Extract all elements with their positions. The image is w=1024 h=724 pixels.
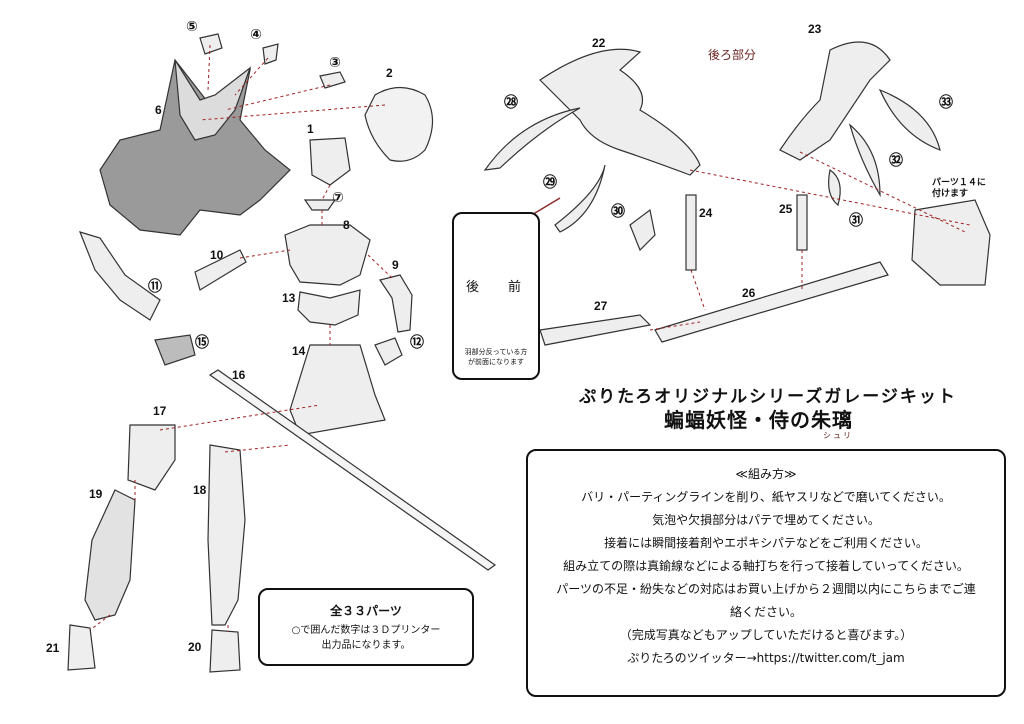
part-2-face [364,86,434,162]
parts-count-note2: 出力品になります。 [321,640,411,651]
part-33-claw [878,88,941,151]
label-16: 16 [232,368,246,382]
part-15-hand [154,334,196,366]
label-c30: ㉚ [611,204,625,220]
part-18-leg [207,444,246,626]
part-32-claw [848,123,881,198]
part-26-scabbard [654,261,889,343]
instructions-box: ≪組み方≫ バリ・パーティングラインを削り、紙ヤスリなどで磨いてください。 気泡… [526,449,1006,697]
instruction-line: 気泡や欠損部分はパテで埋めてください。 [652,513,880,527]
part-12-hand [374,337,403,366]
part14-note-line1: パーツ１４に [932,178,986,188]
parts-count-title: 全３３パーツ [330,604,402,618]
instruction-line: バリ・パーティングラインを削り、紙ヤスリなどで磨いてください。 [581,490,951,504]
label-c3: ③ [329,55,341,71]
label-9: 9 [392,258,399,272]
part-7-collar [303,199,337,211]
part-27 [539,314,652,346]
part-28-claw [483,107,581,171]
part14-note-line2: 付けます [932,189,969,199]
part-23-wing [779,41,891,161]
parts-count-note1: ○で囲んだ数字は３Ｄプリンター [291,625,441,636]
part-14-skirt [289,344,386,436]
instructions-heading: ≪組み方≫ [735,467,797,481]
label-c33: ㉝ [939,95,953,111]
part-4 [262,43,279,65]
twitter-line[interactable]: ぷりたろのツイッター→https://twitter.com/t_jam [627,651,905,665]
title-line1: ぷりたろオリジナルシリーズガレージキット [579,387,957,407]
label-20: 20 [188,640,202,654]
part-20-foot [209,629,241,673]
back-parts-label: 後ろ部分 [708,48,757,62]
label-8: 8 [343,218,350,232]
label-13: 13 [282,291,296,305]
label-26: 26 [742,286,756,300]
part-13-chest [297,289,361,326]
instruction-line: 組み立ての際は真鍮線などによる軸打ちを行って接着していってください。 [563,559,969,573]
label-25: 25 [779,202,793,216]
label-c28: ㉘ [504,95,518,111]
part-5 [199,33,223,55]
label-19: 19 [89,487,103,501]
part-1-neck [309,137,351,186]
part-10-arm [194,249,247,291]
wing-inset-note-line1: 羽部分反っている方 [464,348,528,356]
instruction-line: （完成写真などもアップしていただけると喜びます。） [619,628,913,642]
wing-inset-note: 羽部分反っている方 が前面になります [456,347,536,367]
label-22: 22 [592,36,606,50]
label-c32: ㉜ [889,153,903,169]
instruction-line: パーツの不足・紛失などの対応はお買い上げから２週間以内にこちらまでご連 [556,582,976,596]
part-31-claw [828,169,841,207]
label-c29: ㉙ [543,175,557,191]
label-6: 6 [155,103,162,117]
part-22-wing [539,48,701,176]
part-3 [319,71,346,89]
label-21: 21 [46,641,60,655]
label-10: 10 [210,248,224,262]
label-17: 17 [153,404,167,418]
label-c4: ④ [250,27,262,43]
label-23: 23 [808,22,822,36]
wing-inset-box: 後 前 羽部分反っている方 が前面になります [452,212,540,380]
label-27: 27 [594,299,608,313]
label-24: 24 [699,206,713,220]
part-6-hair [99,58,291,236]
part-8-torso [284,224,371,286]
label-1: 1 [307,122,314,136]
part-16-sword [208,369,497,571]
part-17-hips [127,424,176,491]
label-c7: ⑦ [332,190,344,206]
instruction-line: 絡ください。 [729,605,802,619]
label-14: 14 [292,344,306,358]
wing-inset-front-label: 前 [508,280,522,295]
parts-count-box: 全３３パーツ ○で囲んだ数字は３Ｄプリンター 出力品になります。 [258,588,474,666]
part-9-arm [379,274,413,333]
part-25-rod [796,194,808,251]
label-2: 2 [386,66,393,80]
label-c11: ⑪ [148,279,162,295]
part-19-leg [84,489,136,621]
part-29-claw [554,164,606,233]
part-30-claw [629,208,656,252]
label-18: 18 [193,483,207,497]
part-11-forearm [78,231,161,321]
label-c15: ⑮ [195,335,209,351]
title-line2: 蝙蝠妖怪・侍の朱璃 [664,408,853,432]
wing-inset-note-line2: が前面になります [468,358,524,366]
wing-inset-back-label: 後 [466,280,480,295]
instruction-line: 接着には瞬間接着剤やエポキシパテなどをご利用ください。 [604,536,928,550]
part14-note: パーツ１４に 付けます [932,178,986,200]
part-6-ears [174,59,252,141]
wing-base-part [911,199,991,286]
title-ruby: シュリ [823,431,853,440]
part-21-foot [67,624,96,671]
label-c5: ⑤ [186,19,198,35]
label-c31: ㉛ [849,213,863,229]
part-24-rod [685,194,697,271]
label-c12: ⑫ [410,335,424,351]
